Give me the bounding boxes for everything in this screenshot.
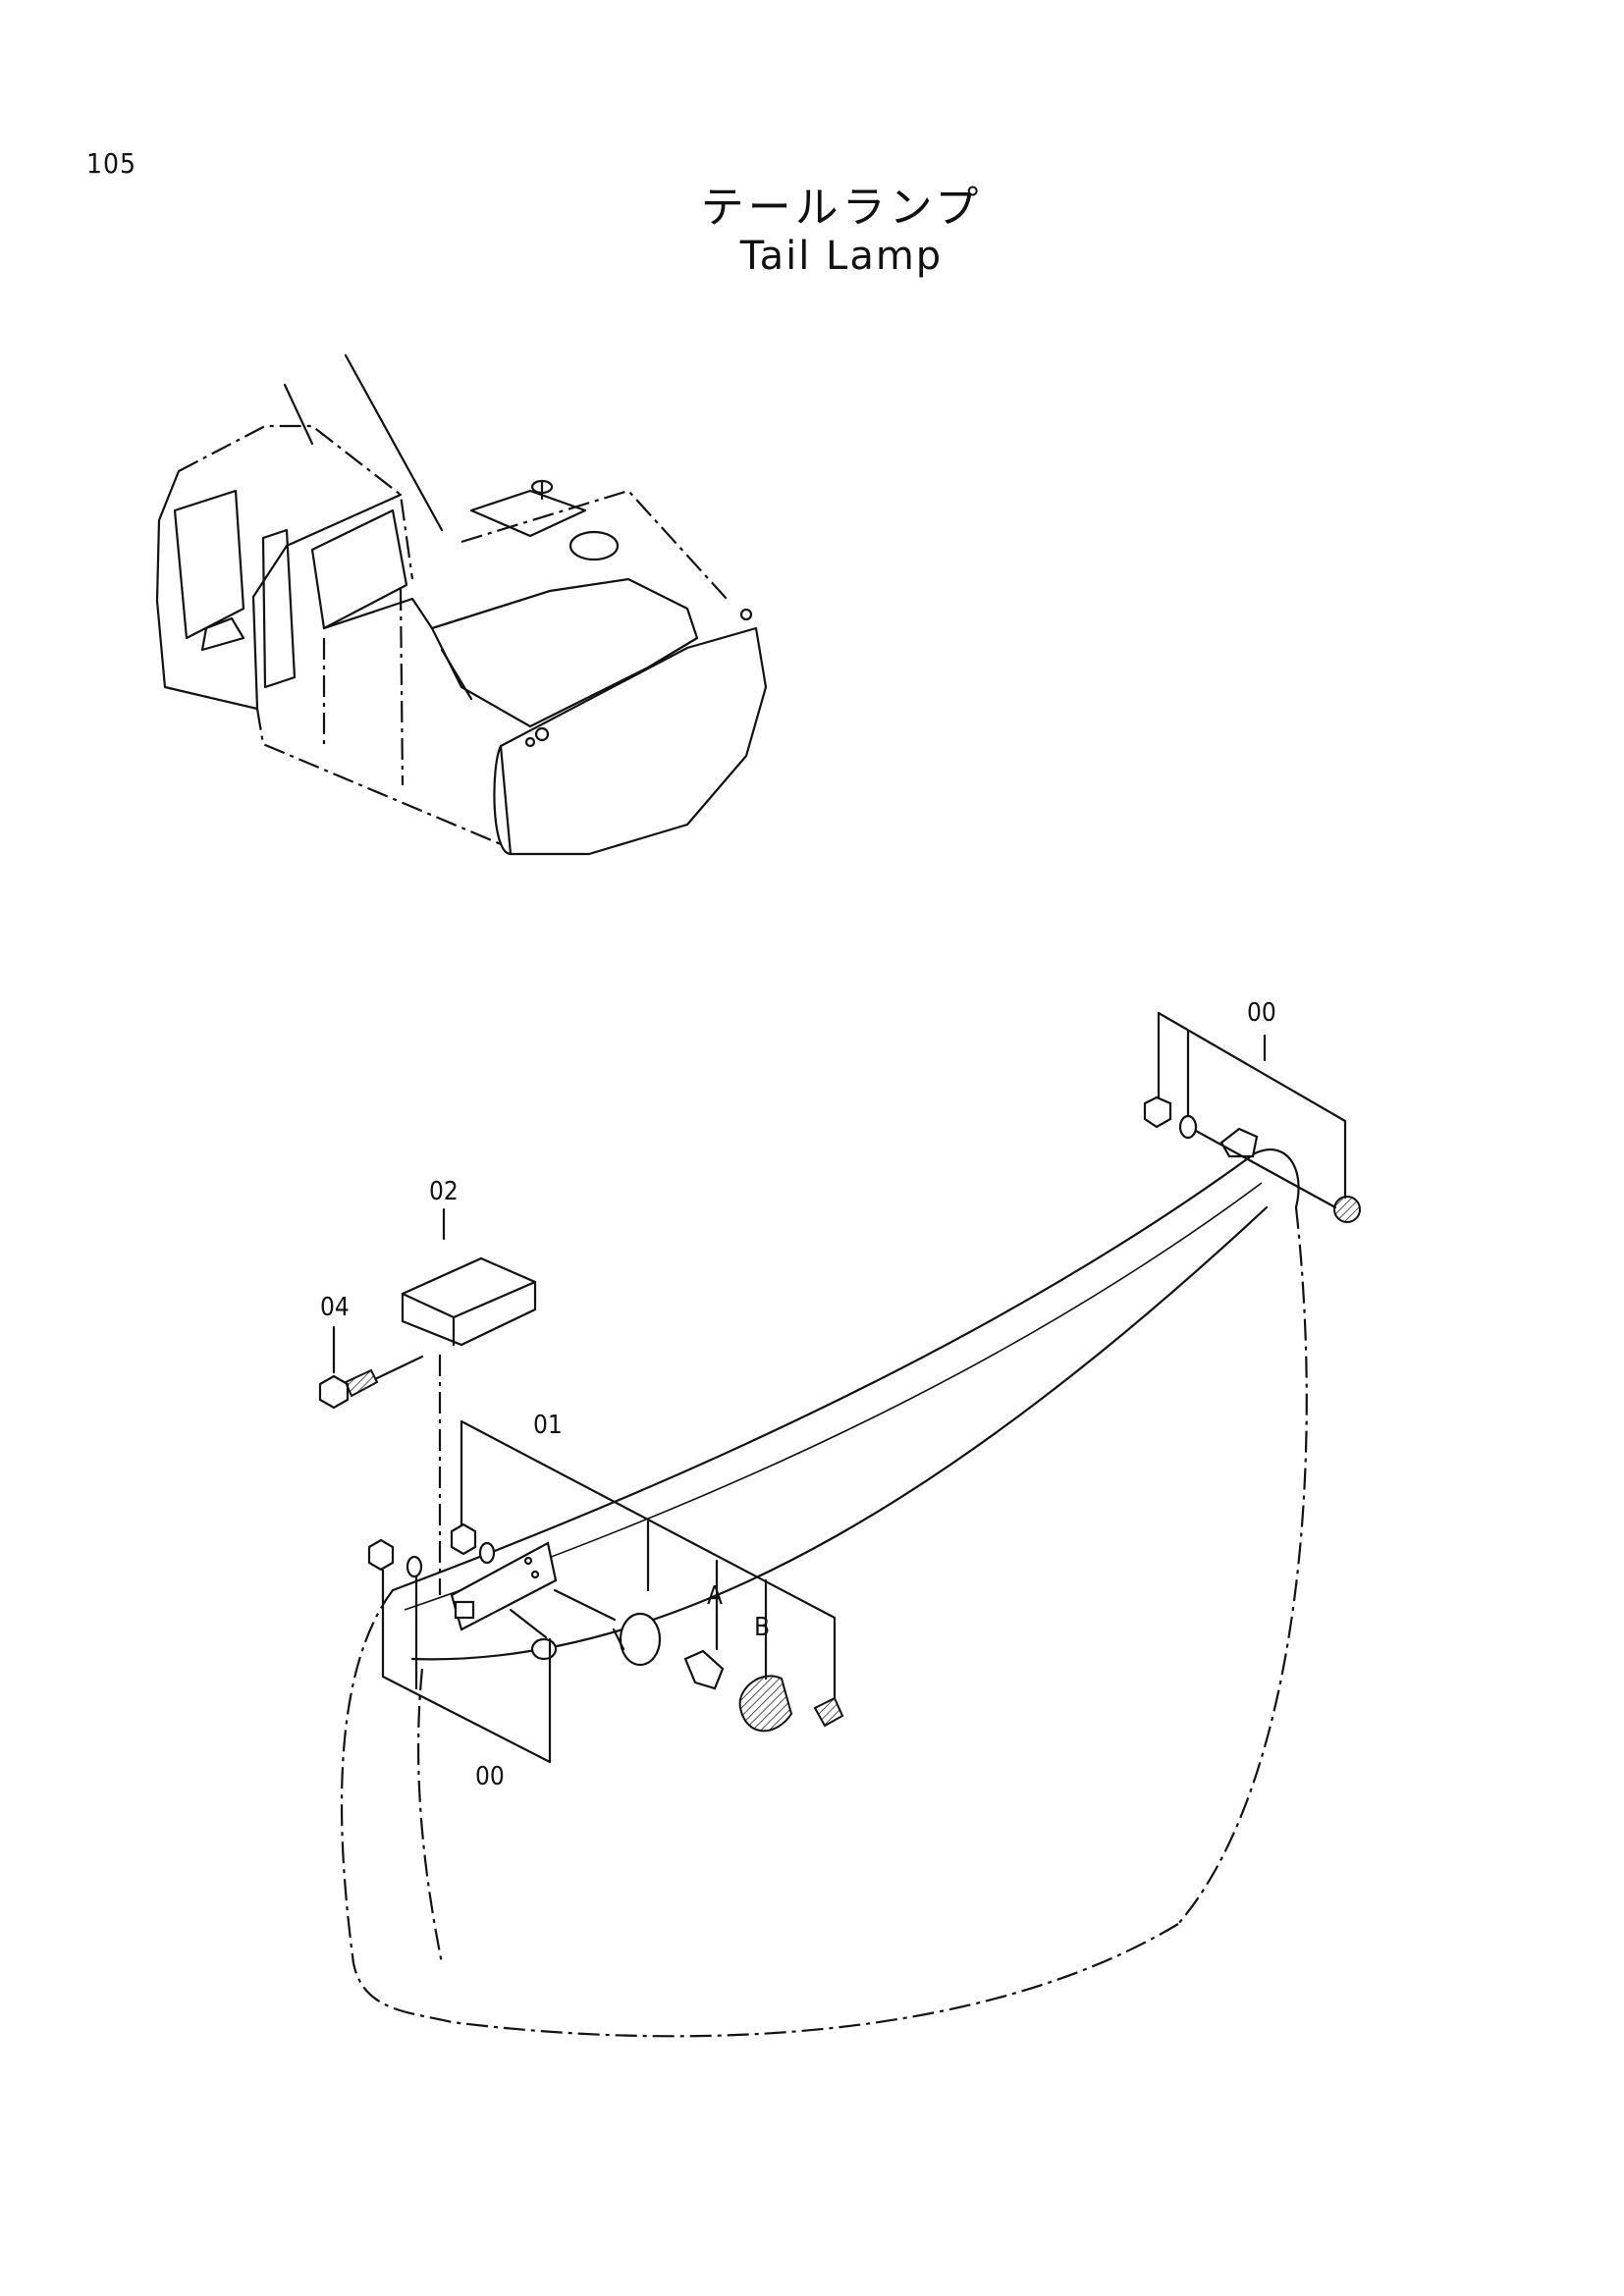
title-english: Tail Lamp bbox=[739, 234, 944, 279]
right-lamp-kit bbox=[1143, 1011, 1361, 1223]
lamp-cover bbox=[401, 1207, 537, 1595]
callout-a: A bbox=[707, 1581, 723, 1611]
callout-00-right: 00 bbox=[1247, 998, 1276, 1028]
callout-04: 04 bbox=[320, 1293, 350, 1322]
callout-00-left: 00 bbox=[475, 1762, 505, 1791]
callout-02: 02 bbox=[429, 1177, 459, 1206]
lamp-assembly bbox=[450, 1419, 844, 1733]
title-japanese: テールランプ bbox=[700, 183, 983, 233]
callout-01: 01 bbox=[533, 1411, 563, 1440]
page-number: 105 bbox=[86, 147, 137, 180]
mounting-bolt bbox=[318, 1325, 424, 1410]
counterweight-body bbox=[340, 1148, 1308, 2038]
callout-b: B bbox=[754, 1613, 770, 1642]
left-lamp-kit bbox=[367, 1538, 552, 1764]
machine-overview bbox=[155, 353, 768, 856]
